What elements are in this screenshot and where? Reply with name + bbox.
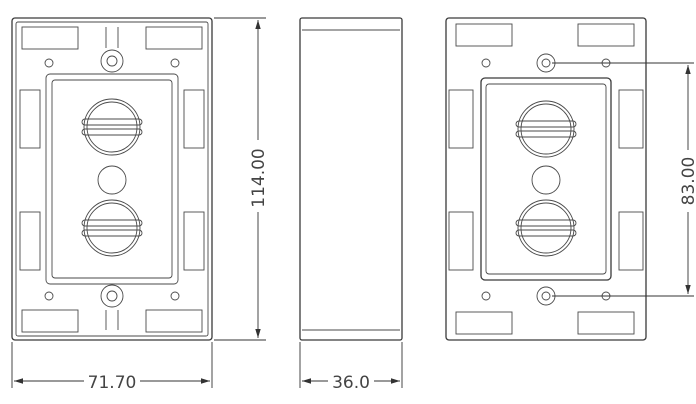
front-view [11,17,213,341]
hole-spacing-dimension: 83.00 [552,62,696,297]
hole-spacing-label: 83.00 [679,157,696,206]
depth-dimension: 36.0 [299,342,403,393]
width-dimension: 71.70 [11,342,213,393]
height-label: 114.00 [249,148,269,207]
depth-label: 36.0 [332,373,370,393]
side-view [299,17,403,341]
rear-view [445,17,647,341]
height-dimension: 114.00 [214,17,269,341]
width-label: 71.70 [88,373,137,393]
